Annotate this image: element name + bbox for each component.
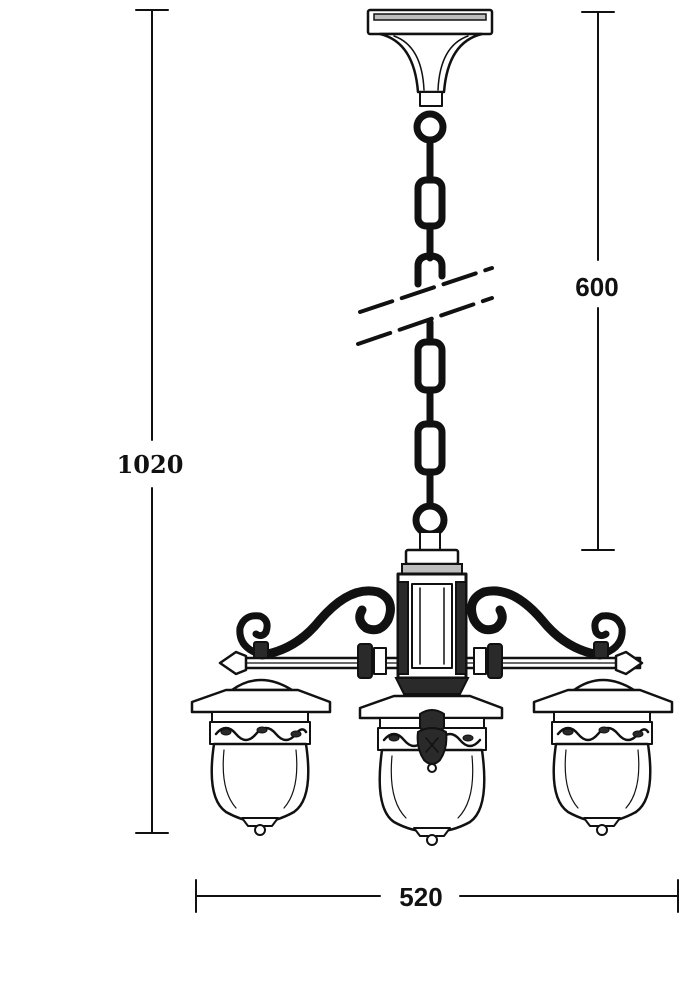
chain-upper — [413, 110, 447, 288]
chain-break-lines — [356, 266, 494, 346]
scroll-arm-right — [467, 586, 626, 660]
height-label: 1020 — [117, 450, 184, 479]
height-dimension: 1020 — [117, 9, 184, 834]
width-dimension: 520 — [195, 879, 679, 913]
chain-lower — [412, 318, 448, 551]
ceiling-canopy — [366, 8, 494, 107]
central-body — [394, 548, 470, 715]
lantern-left — [190, 678, 332, 836]
scroll-arm-left — [236, 586, 395, 660]
width-label: 520 — [399, 882, 442, 912]
lantern-right — [532, 678, 674, 836]
lantern-center — [358, 694, 504, 846]
chain-length-label: 600 — [575, 272, 618, 302]
chain-length-dimension: 600 — [575, 11, 619, 551]
